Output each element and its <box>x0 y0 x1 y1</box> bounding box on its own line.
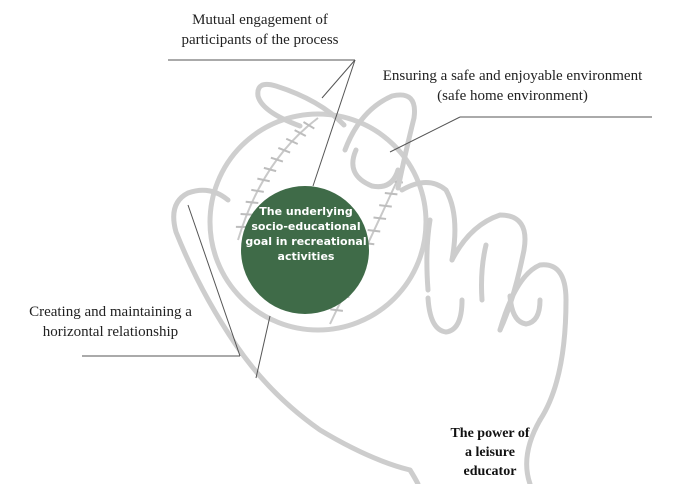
ball-stitch <box>384 192 398 196</box>
label-line: participants of the process <box>181 32 339 48</box>
ball-stitch <box>367 229 381 233</box>
leader-line-center-lower <box>255 315 271 379</box>
leader-line-mutual-diagonal-b <box>312 59 356 187</box>
ball-stitch <box>257 177 270 183</box>
hand-holding-ball-icon <box>171 81 569 484</box>
label-line: educator <box>463 464 517 479</box>
ball-stitch <box>251 188 264 193</box>
ball-stitch <box>294 129 307 137</box>
central-goal-line: goal in recreational <box>245 235 367 248</box>
ball-stitch <box>277 146 291 154</box>
leader-line-horizontal-rel-diagonal <box>187 204 241 357</box>
ball-stitch <box>379 204 392 208</box>
central-goal-circle <box>241 186 369 314</box>
leader-line-safe-diagonal <box>389 116 461 153</box>
leader-lines <box>82 59 652 379</box>
ball-stitch <box>245 200 259 205</box>
ball-stitch <box>330 308 344 312</box>
central-goal-line: socio-educational <box>251 220 361 233</box>
central-goal-text: The underlying socio-educational goal in… <box>236 204 376 264</box>
label-line: Creating and maintaining a <box>29 304 192 320</box>
label-power-of-educator: The power of a leisure educator <box>420 424 560 481</box>
label-line: (safe home environment) <box>437 88 588 104</box>
label-safe-environment: Ensuring a safe and enjoyable environmen… <box>370 66 655 106</box>
central-goal-line: The underlying <box>259 205 353 218</box>
ball-stitch <box>373 216 387 220</box>
label-line: a leisure <box>465 445 515 460</box>
ball-stitch <box>270 156 284 163</box>
central-goal-line: activities <box>277 250 335 263</box>
ball-stitch <box>285 137 299 145</box>
label-line: horizontal relationship <box>42 324 179 340</box>
ball-stitch <box>240 213 254 216</box>
ball-stitch <box>263 166 277 173</box>
leader-line-mutual-diagonal-a <box>321 59 356 99</box>
ball-stitch <box>302 121 315 130</box>
label-line: Mutual engagement of <box>192 12 328 28</box>
label-line: Ensuring a safe and enjoyable environmen… <box>382 68 643 84</box>
label-line: The power of <box>450 426 530 441</box>
label-mutual-engagement: Mutual engagement of participants of the… <box>150 10 370 50</box>
baseball-icon <box>207 111 429 333</box>
label-horizontal-relationship: Creating and maintaining a horizontal re… <box>8 302 213 342</box>
